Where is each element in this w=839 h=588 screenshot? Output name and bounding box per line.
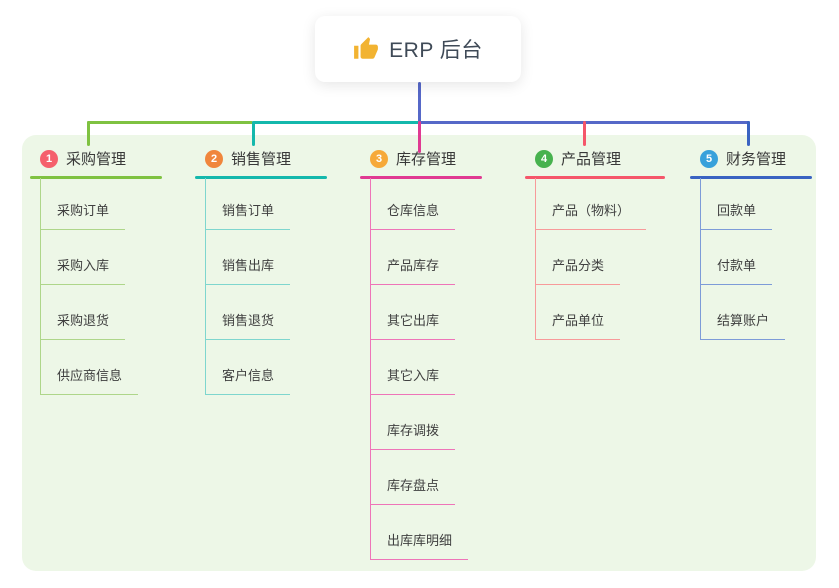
branch-node-product[interactable]: 4 产品管理: [535, 148, 621, 169]
branch-number-badge: 3: [370, 149, 388, 168]
bus-connector-segment: [253, 121, 419, 124]
branch-number-badge: 4: [535, 149, 553, 168]
root-node-label: ERP 后台: [389, 39, 483, 62]
mindmap-node[interactable]: 销售出库: [205, 256, 291, 285]
children-rail-line: [535, 178, 536, 340]
children-rail-line: [370, 178, 371, 560]
branch-label: 库存管理: [396, 151, 457, 168]
mindmap-node[interactable]: 仓库信息: [370, 201, 456, 230]
branch-label: 采购管理: [66, 151, 127, 168]
branch-connector-drop: [747, 121, 750, 146]
mindmap-node[interactable]: 采购入库: [40, 256, 126, 285]
mindmap-node[interactable]: 产品单位: [535, 311, 621, 340]
branch-underline: [360, 176, 482, 179]
mindmap-node[interactable]: 付款单: [700, 256, 773, 285]
mindmap-node[interactable]: 产品分类: [535, 256, 621, 285]
mindmap-node[interactable]: 其它入库: [370, 366, 456, 395]
branch-node-inventory[interactable]: 3 库存管理: [370, 148, 456, 169]
children-rail-line: [700, 178, 701, 340]
root-connector-line: [418, 82, 421, 124]
bus-connector-segment: [87, 121, 253, 124]
branch-number-badge: 5: [700, 149, 718, 168]
mindmap-node[interactable]: 采购退货: [40, 311, 126, 340]
branch-connector-drop: [87, 121, 90, 146]
branch-label: 产品管理: [561, 151, 622, 168]
mindmap-node[interactable]: 回款单: [700, 201, 773, 230]
branch-node-purchase[interactable]: 1 采购管理: [40, 148, 126, 169]
branch-connector-drop: [252, 121, 255, 146]
mindmap-node[interactable]: 出库库明细: [370, 531, 469, 560]
branch-connector-drop: [583, 121, 586, 146]
branch-underline: [195, 176, 327, 179]
mindmap-node[interactable]: 销售订单: [205, 201, 291, 230]
mindmap-node[interactable]: 库存调拨: [370, 421, 456, 450]
thumbs-up-icon: [353, 36, 379, 62]
branch-node-sales[interactable]: 2 销售管理: [205, 148, 291, 169]
branch-underline: [525, 176, 665, 179]
branch-number-badge: 1: [40, 149, 58, 168]
branch-label: 销售管理: [231, 151, 292, 168]
mindmap-node[interactable]: 产品库存: [370, 256, 456, 285]
mindmap-background-panel: [22, 135, 816, 571]
mindmap-node[interactable]: 客户信息: [205, 366, 291, 395]
root-node[interactable]: ERP 后台: [315, 16, 521, 82]
mindmap-node[interactable]: 结算账户: [700, 311, 786, 340]
branch-connector-drop: [418, 121, 421, 153]
mindmap-node[interactable]: 产品（物料）: [535, 201, 647, 230]
mindmap-node[interactable]: 供应商信息: [40, 366, 139, 395]
mindmap-node[interactable]: 其它出库: [370, 311, 456, 340]
branch-node-finance[interactable]: 5 财务管理: [700, 148, 786, 169]
branch-label: 财务管理: [726, 151, 787, 168]
mindmap-node[interactable]: 采购订单: [40, 201, 126, 230]
branch-underline: [690, 176, 812, 179]
children-rail-line: [205, 178, 206, 395]
mindmap-node[interactable]: 销售退货: [205, 311, 291, 340]
branch-number-badge: 2: [205, 149, 223, 168]
branch-underline: [30, 176, 162, 179]
children-rail-line: [40, 178, 41, 395]
mindmap-node[interactable]: 库存盘点: [370, 476, 456, 505]
